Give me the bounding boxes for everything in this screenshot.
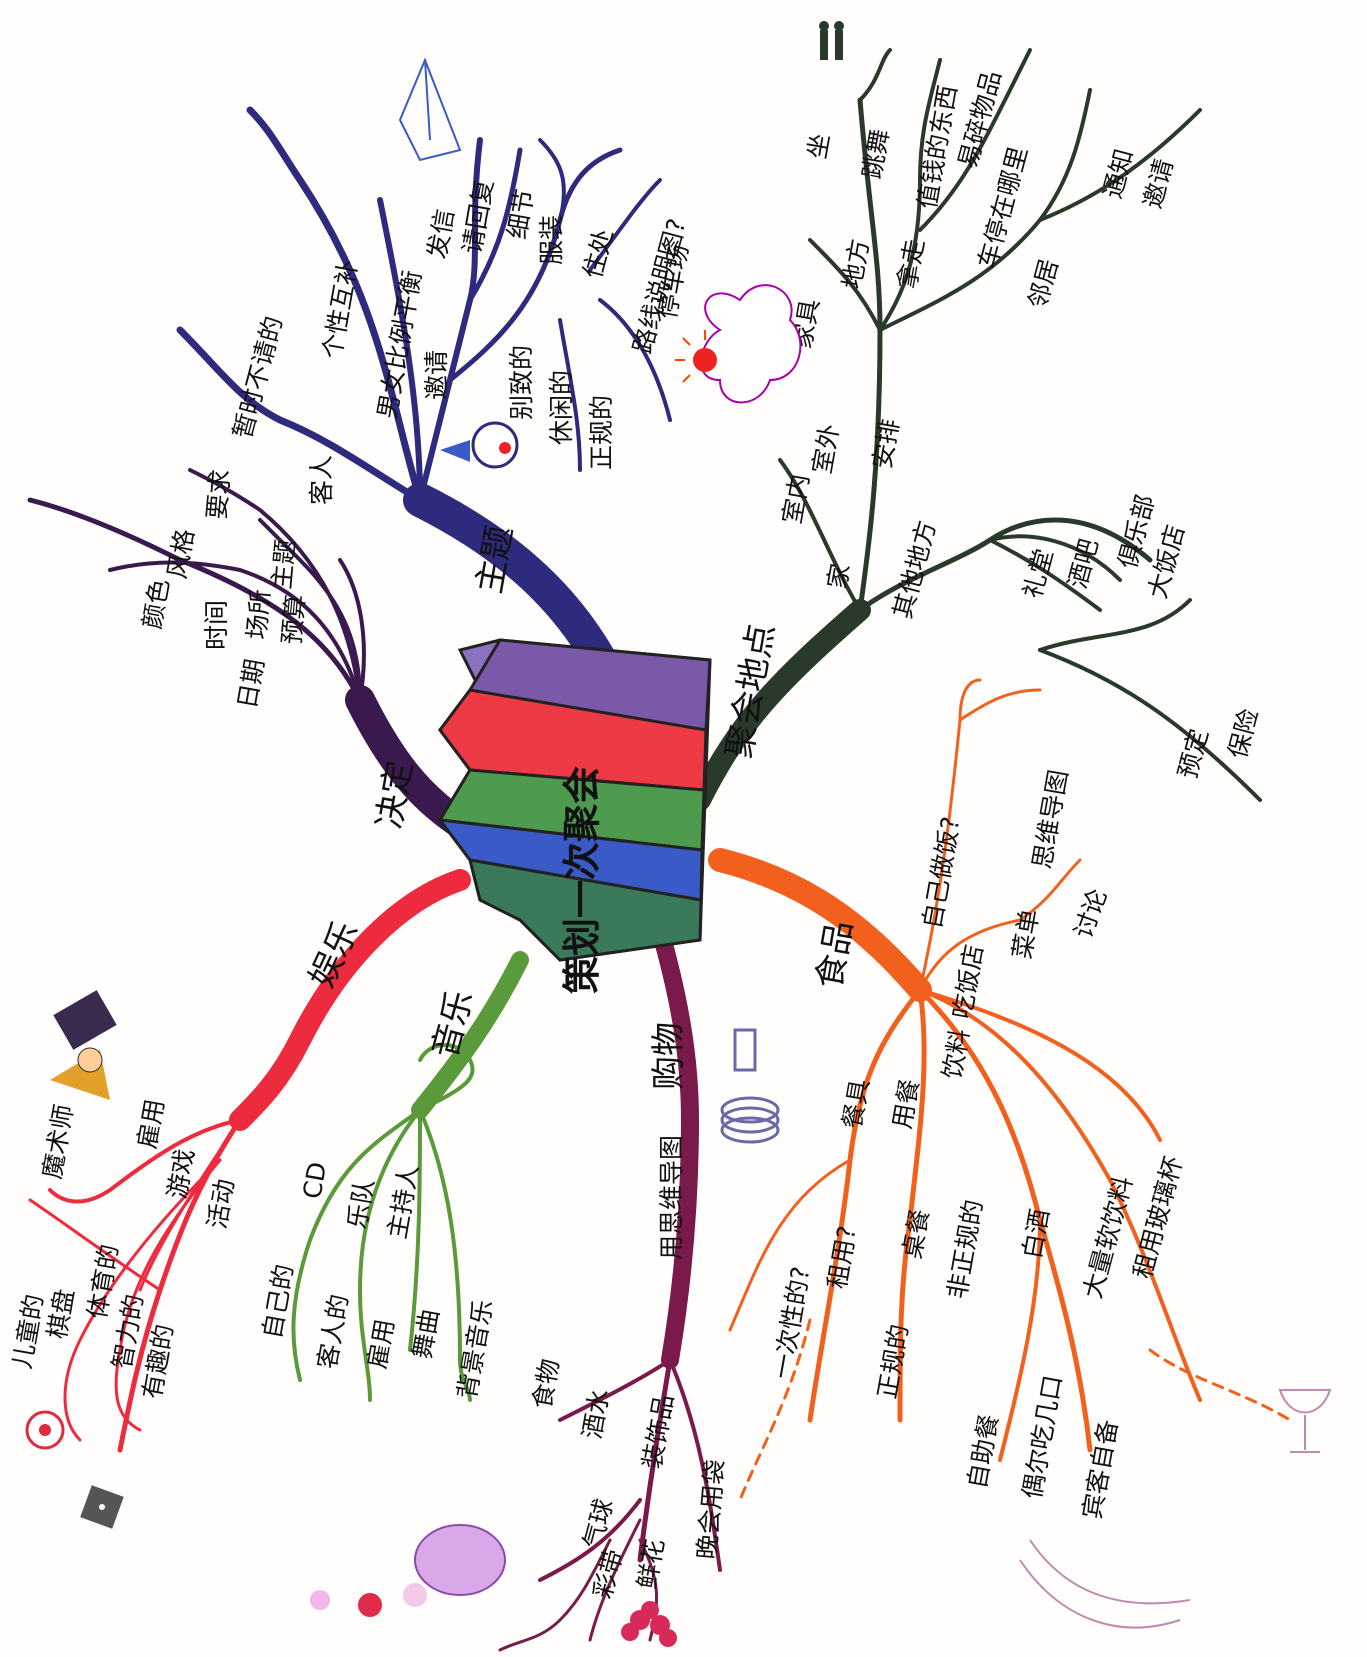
venue-fragile: 易碎物品 (953, 67, 1007, 171)
shopping-bags: 晚会用袋 (692, 1458, 730, 1560)
decide-reqs: 要求 (202, 468, 235, 520)
decide-time: 时间 (202, 600, 231, 650)
venue-invite: 邀请 (1138, 156, 1179, 212)
venue-deposit: 保险 (1223, 706, 1264, 762)
venue-neighbors: 邻居 (1023, 256, 1064, 312)
theme-send: 发信 (422, 207, 459, 261)
shopping-food: 食物 (527, 1357, 564, 1411)
food-guests: 宾客自备 (1077, 1418, 1123, 1522)
fun-board: 棋盘 (42, 1287, 79, 1341)
shopping-method: 用思维导图 (657, 1135, 686, 1260)
theme-guests: 客人 (307, 455, 336, 505)
venue-outdoor: 室外 (807, 422, 844, 476)
music-cd: CD (297, 1160, 332, 1201)
venue-home: 家 (822, 561, 855, 591)
cake-icon (1020, 1540, 1190, 1628)
music-guest-own: 客人的 (312, 1292, 354, 1371)
people-icon (819, 21, 844, 60)
food-soft: 大量软饮料 (1078, 1173, 1138, 1301)
fun-activities: 活动 (202, 1177, 239, 1231)
food-ideas: 思维导图 (1027, 768, 1073, 872)
theme-personality: 个性互补 (317, 258, 363, 362)
food-branch-lines (720, 680, 1290, 1500)
venue-sit: 坐 (802, 131, 835, 161)
shopping-decor: 装饰品 (637, 1392, 679, 1471)
fun-funny: 有趣的 (137, 1322, 179, 1401)
food-informal: 非正规的 (942, 1198, 988, 1302)
food-glasses: 租用玻璃杯 (1128, 1153, 1188, 1281)
decide-theme: 主题 (267, 538, 300, 590)
balloon-icon (310, 1525, 505, 1617)
venue-hall: 礼堂 (1018, 546, 1059, 602)
theme-outdoor: 住处 (578, 226, 619, 282)
venue-room: 地方 (837, 237, 874, 291)
food-label: 食品 (809, 918, 860, 992)
shopping-label: 购物 (649, 1022, 689, 1090)
food-discuss: 讨论 (1068, 885, 1112, 942)
shopping-ribbons: 彩带 (588, 1546, 629, 1602)
decide-label: 决定 (369, 758, 420, 832)
food-rent: 租用? (822, 1224, 862, 1291)
clown-icon (440, 423, 517, 467)
glasses-icon (1280, 1390, 1330, 1452)
decide-venue: 场所 (242, 588, 275, 640)
decide-date: 日期 (232, 657, 269, 711)
food-tableware: 餐具 (837, 1077, 874, 1131)
theme-detail: 细节 (502, 187, 539, 241)
music-band: 乐队 (342, 1177, 379, 1231)
fun-magician: 魔术师 (37, 1102, 79, 1181)
food-table: 桌餐 (897, 1207, 934, 1261)
food-menu: 菜单 (1007, 907, 1044, 961)
theme-formal: 正规的 (587, 395, 616, 470)
venue-notify: 通知 (1098, 146, 1139, 202)
decide-budget: 预算 (277, 593, 310, 645)
fun-hire: 雇用 (132, 1097, 169, 1151)
dice-icon (80, 1485, 124, 1529)
ball-icon (27, 1412, 63, 1448)
theme-attire: 服装 (537, 215, 566, 265)
central-title: 策划一次聚会 (560, 766, 604, 994)
decide-color: 颜色 (137, 577, 174, 631)
sun-cloud-icon (675, 285, 800, 402)
venue-arrange: 安排 (867, 417, 904, 471)
food-drinks: 饮料 (937, 1027, 974, 1081)
food-buffet: 自助餐 (962, 1412, 1004, 1491)
plates-icon (722, 1030, 778, 1142)
music-hire: 雇用 (362, 1317, 399, 1371)
theme-casual: 休闲的 (547, 370, 576, 445)
food-snack: 偶尔吃几口 (1017, 1373, 1067, 1501)
venue-move: 拿走 (892, 237, 929, 291)
decide-style: 风格 (162, 527, 199, 581)
venue-indoor: 室内 (777, 472, 814, 526)
shopping-liquor: 酒水 (577, 1387, 614, 1441)
magician-icon (50, 990, 117, 1100)
theme-special: 别致的 (507, 345, 536, 420)
food-formal: 正规的 (872, 1322, 914, 1401)
shopping-balloons: 气球 (578, 1496, 619, 1552)
theme-invite: 邀请 (422, 350, 451, 400)
food-cook: 自己做饭? (917, 814, 965, 931)
shopping-flowers: 鲜花 (632, 1537, 669, 1591)
envelope-icon (400, 60, 460, 160)
venue-book: 预定 (1173, 726, 1214, 782)
theme-reply: 请回复 (457, 177, 499, 256)
